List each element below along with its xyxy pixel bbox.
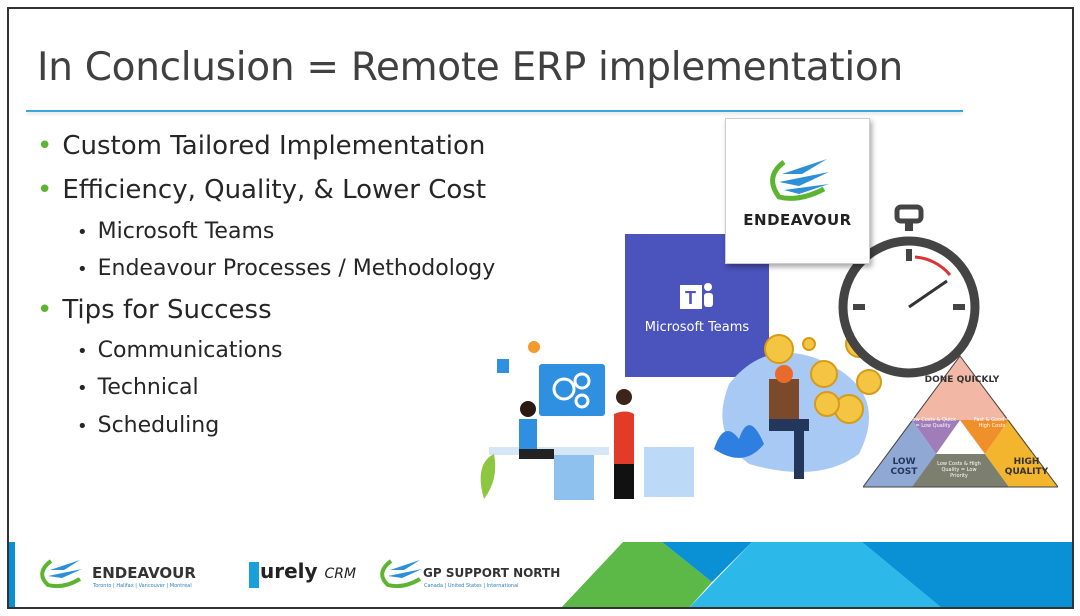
title-divider	[26, 110, 963, 112]
sub-bullet: •Microsoft Teams	[77, 219, 275, 244]
sub-bullet: •Technical	[77, 375, 199, 400]
teams-icon: T	[680, 283, 713, 309]
bullet: •Tips for Success	[37, 295, 272, 325]
sub-bullet: •Endeavour Processes / Methodology	[77, 256, 496, 281]
office-illustration	[480, 341, 694, 500]
pyramid-right-mid-label: Fast & Good = High Costs	[973, 417, 1011, 429]
endeavour-footer-logo: ENDEAVOUR	[92, 564, 196, 582]
footer: ENDEAVOUR Toronto | Halifax | Vancouver …	[9, 542, 1072, 607]
bullet: •Efficiency, Quality, & Lower Cost	[37, 175, 487, 205]
gp-support-north-logo: GP SUPPORT NORTH	[423, 566, 561, 580]
pyramid-low-cost-label: LOW COST	[890, 457, 918, 477]
project-triangle-diagram	[863, 355, 1058, 488]
sub-bullet: •Communications	[77, 338, 283, 363]
purely-crm-logo: urely CRM	[260, 559, 357, 583]
stopwatch-icon	[838, 204, 980, 378]
finance-illustration	[714, 330, 882, 479]
bullet: •Custom Tailored Implementation	[37, 131, 486, 161]
sub-bullet: •Scheduling	[77, 413, 220, 438]
pyramid-bottom-mid-label: Low Costs & High Quality = Low Priority	[937, 461, 981, 479]
pyramid-top-label: DONE QUICKLY	[924, 375, 1000, 385]
endeavour-swoosh-icon	[770, 159, 829, 201]
triangle-done-quickly	[912, 356, 1009, 420]
pyramid-left-mid-label: Low Costs & Quick = Low Quality	[909, 417, 957, 429]
svg-text:T: T	[685, 288, 696, 308]
gp-support-swoosh-icon	[380, 559, 422, 589]
footer-decoration	[9, 542, 1072, 607]
endeavour-logo-card: ENDEAVOUR	[725, 118, 870, 264]
purely-logo-mark	[249, 562, 259, 588]
slide: In Conclusion = Remote ERP implementatio…	[7, 7, 1074, 609]
endeavour-footer-swoosh-icon	[40, 559, 82, 589]
slide-title: In Conclusion = Remote ERP implementatio…	[37, 45, 903, 90]
pyramid-high-quality-label: HIGH QUALITY	[1004, 457, 1049, 477]
